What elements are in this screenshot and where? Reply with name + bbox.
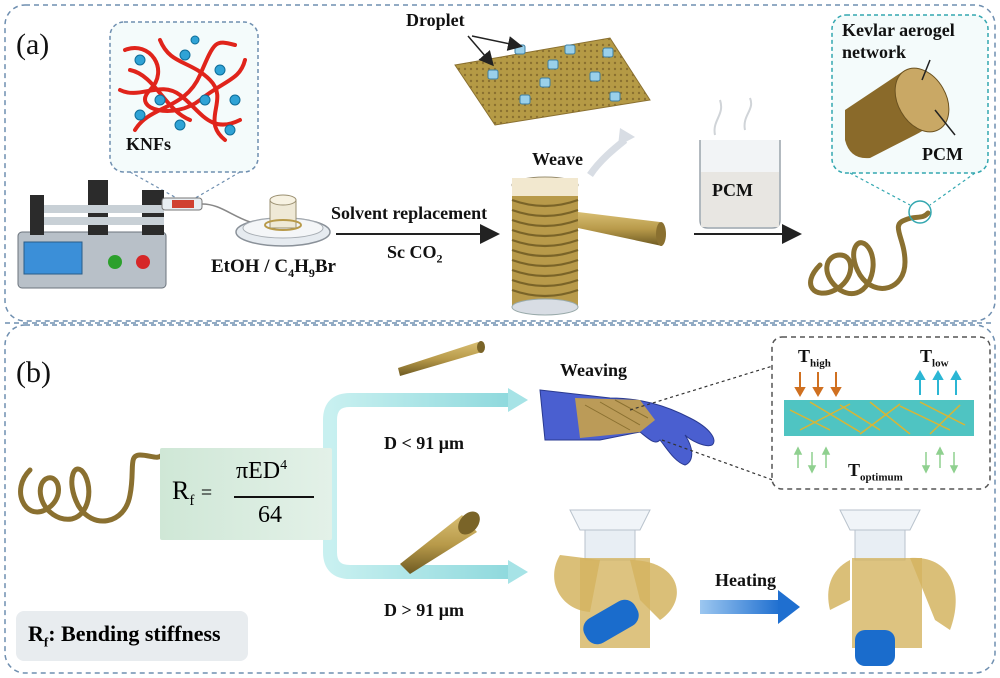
fraction-bar	[234, 496, 314, 498]
solvent-label: EtOH / C4H9Br	[211, 256, 336, 280]
formula-lhs: Rf =	[172, 476, 213, 510]
panel-a-border	[4, 4, 996, 322]
heating-label: Heating	[715, 570, 776, 590]
d-large-label: D > 91 μm	[384, 600, 464, 620]
formula-denominator: 64	[258, 502, 282, 528]
petri-dish	[235, 194, 331, 247]
droplet-label: Droplet	[406, 10, 465, 30]
weave-arrow	[587, 137, 628, 178]
heating-arrow	[700, 590, 800, 624]
actuator-after	[828, 509, 956, 666]
formula-box: Rf = πED4 64	[160, 448, 332, 540]
legend-text: Rf: Bending stiffness	[28, 621, 221, 650]
panel-a-label: (a)	[16, 28, 50, 61]
network-label: network	[842, 42, 906, 62]
d-small-label: D < 91 μm	[384, 433, 464, 453]
kevlar-label: Kevlar aerogel	[842, 20, 955, 40]
sc-co2-label: Sc CO2	[387, 242, 443, 266]
solvent-replacement-label: Solvent replacement	[331, 203, 488, 223]
fiber-spool	[511, 176, 666, 316]
weaving-label: Weaving	[560, 360, 628, 380]
legend-box: Rf: Bending stiffness	[16, 611, 248, 661]
coiled-fiber-b	[18, 452, 165, 524]
pcm-fiber-label: PCM	[922, 144, 963, 164]
thin-fiber	[398, 341, 485, 376]
panel-b-border	[4, 324, 996, 674]
fiber-tip-circle	[908, 200, 932, 224]
woven-fabric	[454, 35, 651, 126]
syringe-pump	[17, 180, 251, 289]
panel-b-label: (b)	[16, 356, 51, 389]
kevlar-inset	[831, 14, 989, 206]
thick-fiber	[400, 511, 480, 574]
thermal-inset	[771, 336, 991, 490]
glove	[539, 359, 793, 488]
pcm-beaker	[699, 97, 781, 229]
knfs-inset	[109, 21, 259, 201]
weave-label: Weave	[532, 149, 583, 169]
t-high-label: Thigh	[798, 346, 831, 370]
t-optimum-label: Toptimum	[848, 460, 903, 484]
formula-numerator: πED4	[236, 458, 288, 484]
coiled-fiber-a	[808, 210, 931, 297]
pcm-beaker-label: PCM	[712, 180, 753, 200]
actuator-before	[554, 509, 677, 648]
knfs-label: KNFs	[126, 134, 171, 154]
t-low-label: Tlow	[920, 346, 949, 370]
branch-arrows	[323, 388, 528, 584]
